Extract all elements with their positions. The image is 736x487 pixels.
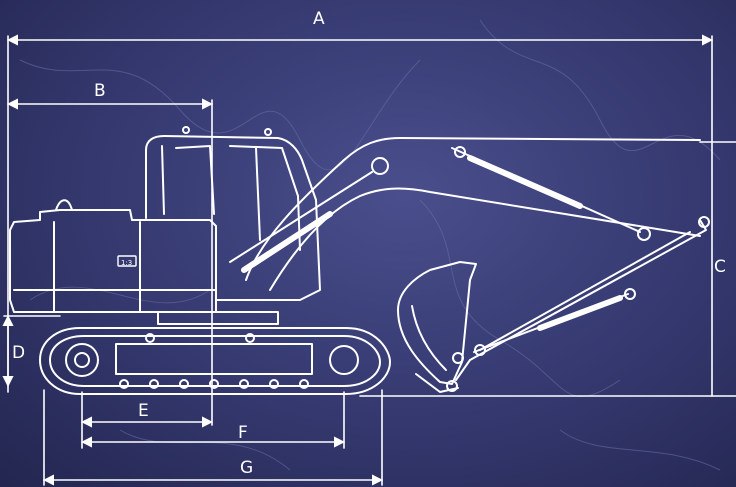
bucket-inner-curve [411, 305, 447, 371]
label-c: C [714, 257, 726, 277]
bucket [397, 261, 477, 385]
arm-cylinder-pin [454, 146, 466, 158]
bucket-pin [452, 352, 464, 364]
cab-badge-frame [117, 255, 137, 267]
bucket-teeth [415, 373, 459, 393]
cab-window-divider [255, 147, 261, 241]
track-frame [115, 343, 313, 375]
track-outer [39, 327, 391, 395]
arm-top-pin [698, 216, 710, 228]
bucket-link-pin [474, 344, 486, 356]
label-a: A [313, 9, 325, 29]
arm-pin [637, 227, 651, 241]
cab-light [182, 126, 190, 134]
track-inner [49, 335, 381, 387]
arm-cylinder-body [467, 155, 583, 209]
arm-inner [479, 231, 691, 351]
engine-exhaust [55, 199, 73, 211]
background-texture [19, 19, 721, 471]
cab-badge: 1:3 [121, 259, 132, 267]
idler-hub [74, 352, 90, 368]
cab-window [229, 145, 301, 251]
label-d: D [12, 343, 25, 363]
track-rollers [119, 333, 309, 389]
arm-outer [455, 219, 707, 381]
boom-top [245, 137, 701, 281]
bucket-cylinder-pin [624, 288, 636, 300]
dimension-labels: A B C D E F G [12, 9, 726, 478]
boom-cylinder-body [241, 211, 333, 273]
label-f: F [238, 423, 248, 443]
boom-bottom [269, 187, 701, 291]
label-g: G [240, 458, 253, 478]
idler-wheel [65, 343, 99, 377]
bucket-cylinder-body [537, 295, 623, 331]
excavator-outline: 1:3 [9, 126, 710, 395]
boom-pin [371, 157, 389, 175]
bucket-tip-pin [446, 380, 458, 392]
cab [145, 135, 321, 301]
label-e: E [138, 401, 149, 421]
upper-body [9, 209, 217, 313]
cab-light-rear [264, 128, 272, 136]
cab-pillar-front [161, 145, 165, 215]
sprocket-wheel [329, 345, 359, 375]
boom-cylinder [229, 171, 373, 263]
cab-door-frame [175, 145, 215, 215]
dimension-lines [2, 34, 736, 486]
label-b: B [94, 81, 106, 101]
turntable [157, 311, 279, 325]
